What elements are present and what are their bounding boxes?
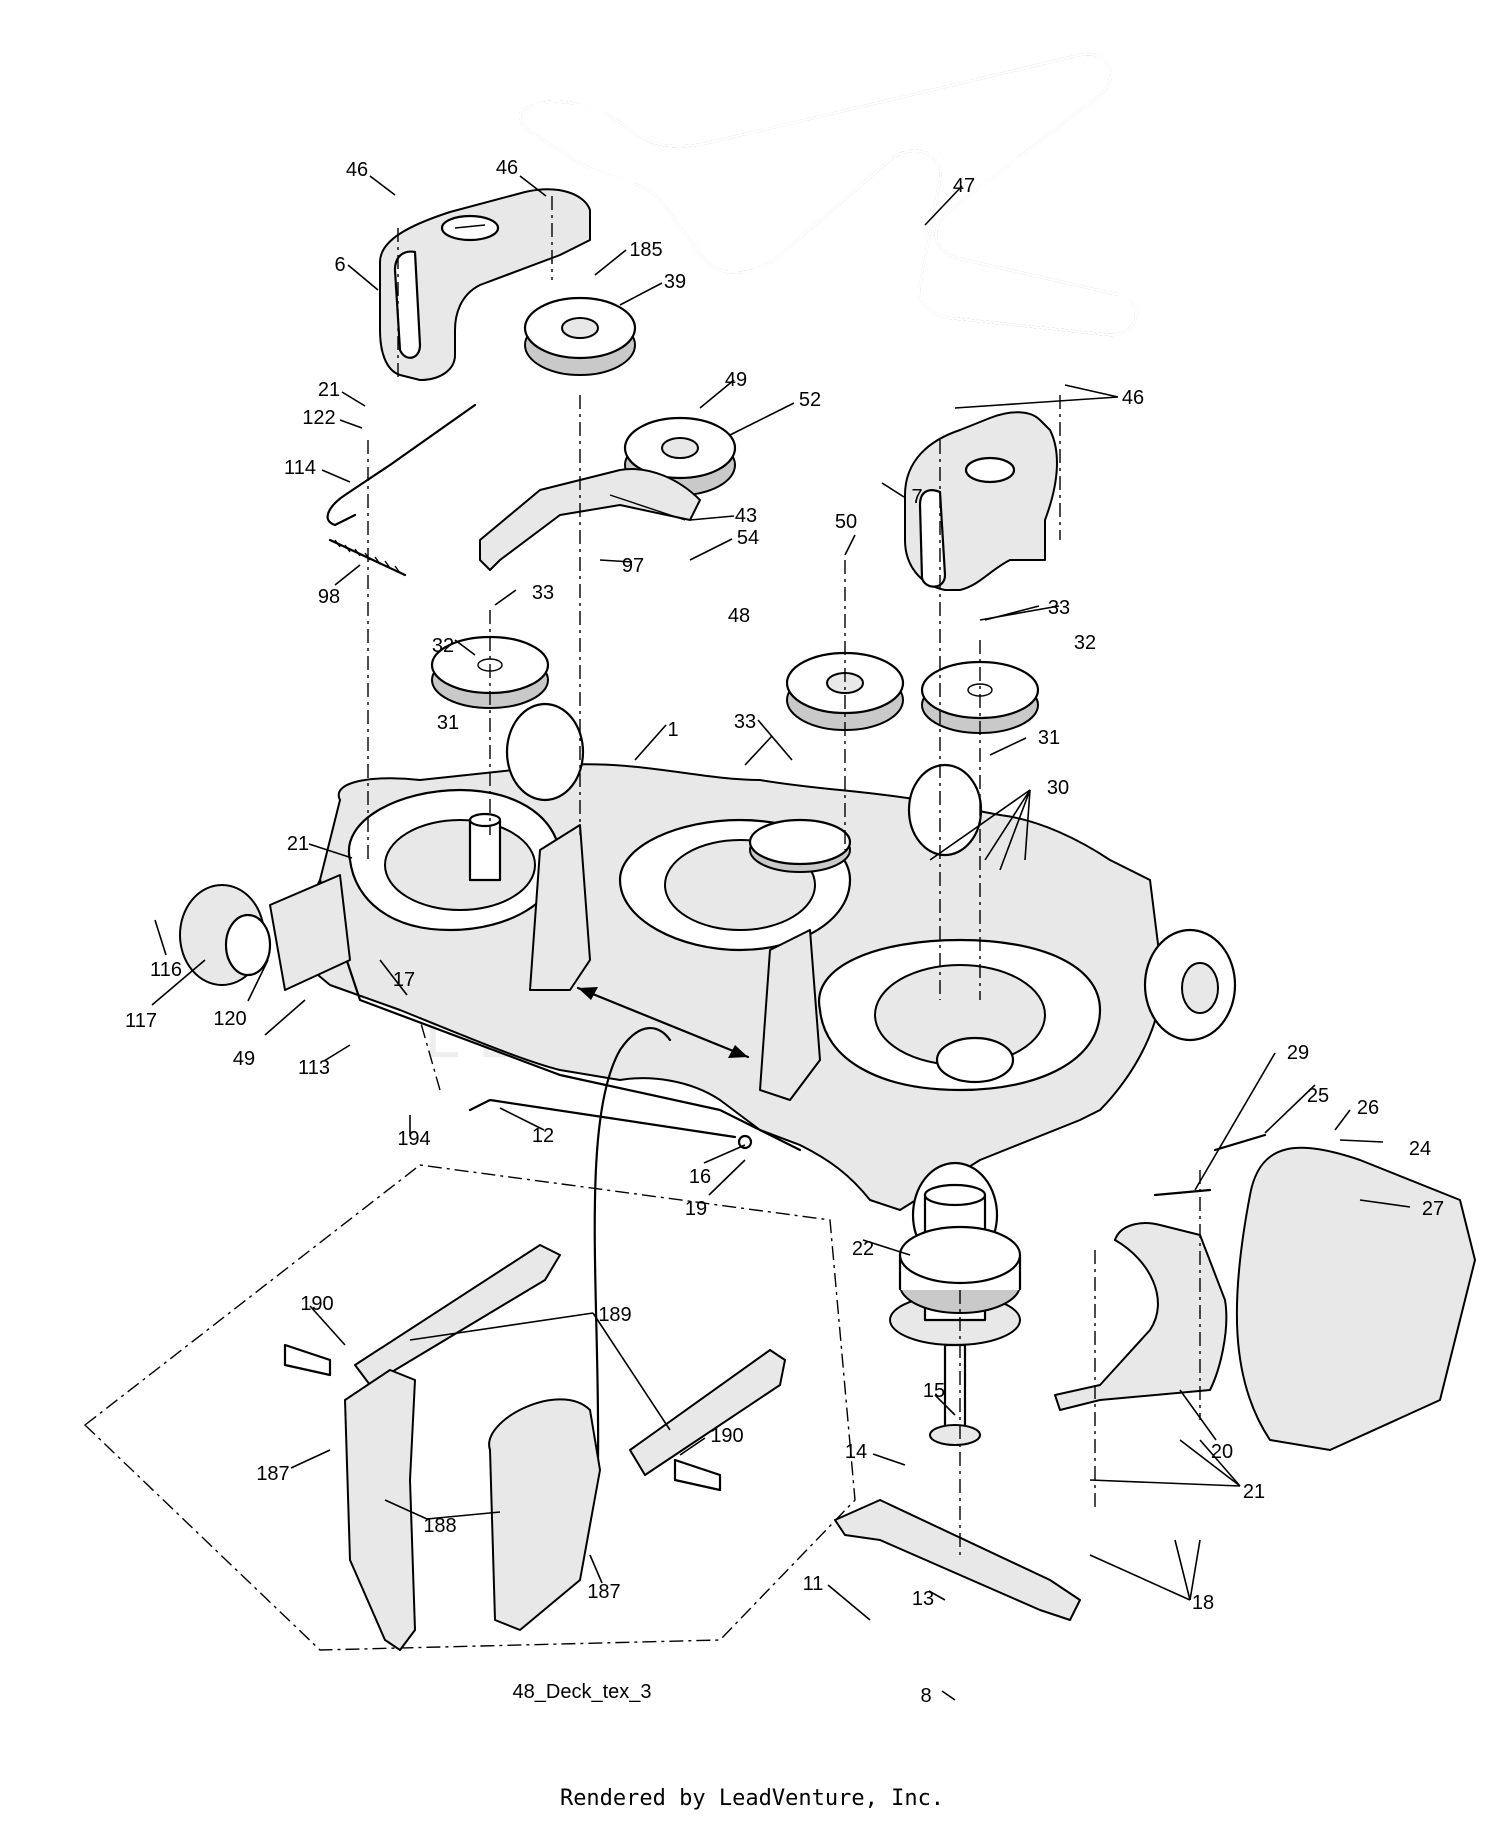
callout-1: 1 [667,719,679,741]
callout-52: 52 [798,389,822,411]
callout-30: 30 [1046,777,1070,799]
callout-26: 26 [1356,1097,1380,1119]
callout-39: 39 [663,271,687,293]
callout-18: 18 [1191,1592,1215,1614]
callout-20: 20 [1210,1441,1234,1463]
callout-48: 48 [727,605,751,627]
gauge-wheel-117 [179,874,351,991]
footer-credit: Rendered by LeadVenture, Inc. [559,1786,945,1811]
callout-27: 27 [1421,1198,1445,1220]
callout-114: 114 [284,457,316,479]
callout-7: 7 [911,486,923,508]
leader-lines [151,175,1411,1701]
callout-6: 6 [334,254,346,276]
callout-31: 31 [1037,727,1061,749]
idler-pulley-48 [785,651,905,731]
callout-187: 187 [587,1581,621,1603]
deflector-20 [1054,1222,1228,1411]
blade-11 [834,1499,1081,1621]
idler-pulley-39 [523,296,637,376]
callout-22: 22 [851,1238,875,1260]
belt-cover-6 [379,188,591,381]
callout-21: 21 [317,379,341,401]
callout-24: 24 [1408,1138,1432,1160]
callout-98: 98 [317,586,341,608]
callout-16: 16 [688,1166,712,1188]
callout-15: 15 [922,1380,946,1402]
callout-190: 190 [710,1425,744,1447]
callout-32: 32 [1073,632,1097,654]
assembly-centerlines [367,196,1201,1560]
callout-31: 31 [436,712,460,734]
rod-114-spring-98 [326,403,477,577]
callout-50: 50 [834,511,858,533]
callout-14: 14 [844,1441,868,1463]
rod-29 [1153,1188,1212,1197]
callout-32: 32 [431,635,455,657]
callout-122: 122 [302,407,336,429]
mower-deck-1 [298,702,1237,1462]
pulley-guard-22 [898,1225,1022,1314]
belt-cover-7 [904,411,1058,591]
callout-194: 194 [397,1128,431,1150]
callout-21: 21 [286,833,310,855]
callout-120: 120 [213,1008,247,1030]
callout-33: 33 [1047,597,1071,619]
mulch-kit-group [83,1164,856,1651]
callout-8: 8 [920,1685,932,1707]
callout-97: 97 [621,555,645,577]
diagram-caption: 48_Deck_tex_3 [512,1681,652,1703]
callout-188: 188 [423,1515,457,1537]
callout-19: 19 [684,1198,708,1220]
callout-116: 116 [150,959,182,981]
callout-190: 190 [300,1293,334,1315]
callout-54: 54 [736,527,760,549]
rod-12 [468,1098,753,1150]
callout-12: 12 [531,1125,555,1147]
callout-33: 33 [531,582,555,604]
callout-113: 113 [298,1057,330,1079]
callout-49: 49 [724,369,748,391]
callout-33: 33 [733,711,757,733]
idler-arm-43 [479,468,701,571]
callout-13: 13 [911,1588,935,1610]
callout-29: 29 [1286,1042,1310,1064]
callout-46: 46 [1121,387,1145,409]
callout-185: 185 [629,239,663,261]
callout-21: 21 [1242,1481,1266,1503]
callout-189: 189 [598,1304,632,1326]
callout-46: 46 [345,159,369,181]
callout-47: 47 [952,175,976,197]
callout-17: 17 [392,969,416,991]
callout-25: 25 [1306,1085,1330,1107]
callout-11: 11 [802,1573,824,1595]
callout-117: 117 [125,1010,157,1032]
spring-25 [1213,1133,1267,1152]
discharge-chute-27 [1235,1146,1476,1451]
callout-187: 187 [256,1463,290,1485]
callout-46: 46 [495,157,519,179]
drive-belt-47 [518,52,1138,337]
callout-43: 43 [734,505,758,527]
spindle-shaft-13 [929,1343,981,1446]
callout-49: 49 [232,1048,256,1070]
